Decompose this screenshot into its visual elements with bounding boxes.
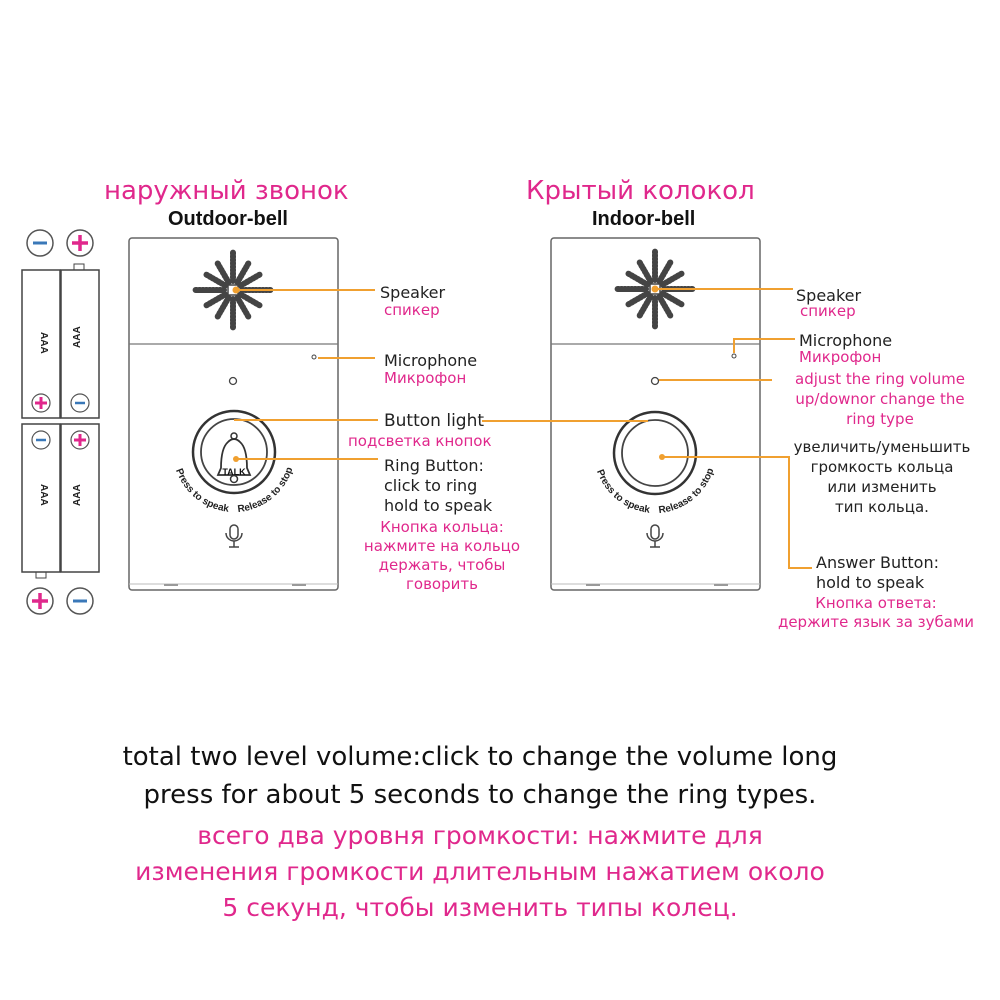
- talk-label: TALK: [222, 467, 246, 477]
- outdoor-title-ru: наружный звонок: [104, 176, 349, 206]
- microphone-hole: [311, 354, 317, 360]
- microphone-label-ru: Микрофон: [799, 348, 882, 366]
- leader-lines: [234, 288, 812, 569]
- ring-button-outer[interactable]: [191, 409, 277, 495]
- ring-button-desc-ru: Кнопка кольца: нажмите на кольцо держать…: [363, 518, 521, 593]
- battery-cell-label: AAA: [72, 484, 83, 506]
- microphone-hole: [731, 353, 737, 359]
- indoor-title-ru: Крытый колокол: [526, 176, 755, 206]
- microphone-label: Microphone: [799, 331, 893, 350]
- minus-icon: [70, 393, 90, 413]
- microphone-label-ru: Микрофон: [384, 369, 467, 387]
- battery-cell-label: AAA: [38, 484, 49, 506]
- volume-desc-ru: увеличить/уменьшить громкость кольца или…: [793, 438, 971, 516]
- battery-minus-icon: [26, 229, 54, 257]
- battery-cell-label: AAA: [72, 326, 83, 348]
- battery-cell: [60, 423, 100, 573]
- volume-desc: adjust the ring volume up/downor change …: [795, 370, 965, 428]
- outdoor-bell-device: TALK Press to speak Release to stop: [128, 237, 339, 591]
- minus-icon: [31, 430, 51, 450]
- footer-note-en: total two level volume:click to change t…: [122, 742, 838, 810]
- battery-plus-icon: [26, 587, 54, 615]
- battery-plus-icon: [66, 229, 94, 257]
- button-light-label: Button light: [384, 411, 485, 431]
- microphone-label: Microphone: [384, 351, 478, 370]
- speaker-label-ru: спикер: [384, 301, 440, 319]
- speaker-grille-icon: [191, 248, 275, 332]
- button-light-label-ru: подсветка кнопок: [348, 432, 492, 450]
- speaker-label-ru: спикер: [800, 302, 856, 320]
- indoor-title-en: Indoor-bell: [592, 208, 696, 230]
- ring-button-desc: Ring Button: click to ring hold to speak: [384, 456, 493, 515]
- battery-pack: AAA AAA AAA AAA: [21, 229, 100, 615]
- answer-button-desc-ru: Кнопка ответа: держите язык за зубами: [777, 594, 975, 631]
- speaker-label: Speaker: [796, 286, 862, 305]
- outdoor-title-en: Outdoor-bell: [168, 208, 288, 230]
- answer-button-outer[interactable]: [612, 410, 698, 496]
- indoor-bell-device: Press to speak Release to stop: [550, 237, 761, 591]
- bell-icon: [216, 432, 252, 484]
- plus-icon: [31, 393, 51, 413]
- footer-note-ru: всего два уровня громкости: нажмите для …: [135, 821, 825, 922]
- speaker-label: Speaker: [380, 283, 446, 302]
- plus-icon: [70, 430, 90, 450]
- battery-minus-icon: [66, 587, 94, 615]
- indicator-light: [650, 376, 660, 386]
- answer-button-desc: Answer Button: hold to speak: [816, 553, 939, 592]
- indicator-light: [228, 376, 238, 386]
- battery-cell: [21, 269, 61, 419]
- battery-cell-label: AAA: [38, 332, 49, 354]
